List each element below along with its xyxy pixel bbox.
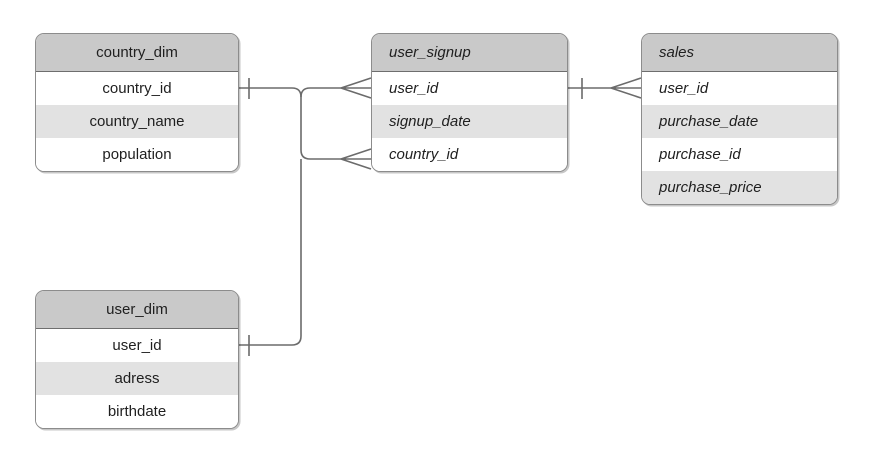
entity-country-dim-title: country_dim	[36, 34, 238, 72]
entity-user-signup-column-signup-date[interactable]: signup_date	[372, 105, 567, 138]
connector-country-dim-to-user-signup	[239, 87, 341, 160]
crowfoot-user-signup-country-id	[340, 148, 372, 170]
entity-user-signup-column-user-id[interactable]: user_id	[372, 72, 567, 105]
entity-user-signup[interactable]: user_signup user_id signup_date country_…	[371, 33, 568, 172]
entity-user-dim-title: user_dim	[36, 291, 238, 329]
entity-country-dim-column-population[interactable]: population	[36, 138, 238, 171]
entity-user-signup-title: user_signup	[372, 34, 567, 72]
entity-user-dim-column-user-id[interactable]: user_id	[36, 329, 238, 362]
entity-user-dim-column-adress[interactable]: adress	[36, 362, 238, 395]
entity-sales-title: sales	[642, 34, 837, 72]
entity-country-dim-column-country-id[interactable]: country_id	[36, 72, 238, 105]
entity-sales-column-user-id[interactable]: user_id	[642, 72, 837, 105]
crowfoot-sales-user-id	[610, 77, 642, 99]
entity-sales-column-purchase-date[interactable]: purchase_date	[642, 105, 837, 138]
entity-country-dim-column-country-name[interactable]: country_name	[36, 105, 238, 138]
entity-user-signup-column-country-id[interactable]: country_id	[372, 138, 567, 171]
connector-user-dim-to-user-signup	[239, 159, 302, 346]
entity-country-dim[interactable]: country_dim country_id country_name popu…	[35, 33, 239, 172]
entity-user-dim[interactable]: user_dim user_id adress birthdate	[35, 290, 239, 429]
entity-sales-column-purchase-price[interactable]: purchase_price	[642, 171, 837, 204]
entity-user-dim-column-birthdate[interactable]: birthdate	[36, 395, 238, 428]
connector-trunk-upper	[300, 87, 341, 98]
entity-sales[interactable]: sales user_id purchase_date purchase_id …	[641, 33, 838, 205]
entity-sales-column-purchase-id[interactable]: purchase_id	[642, 138, 837, 171]
crowfoot-user-signup-user-id	[340, 77, 372, 99]
